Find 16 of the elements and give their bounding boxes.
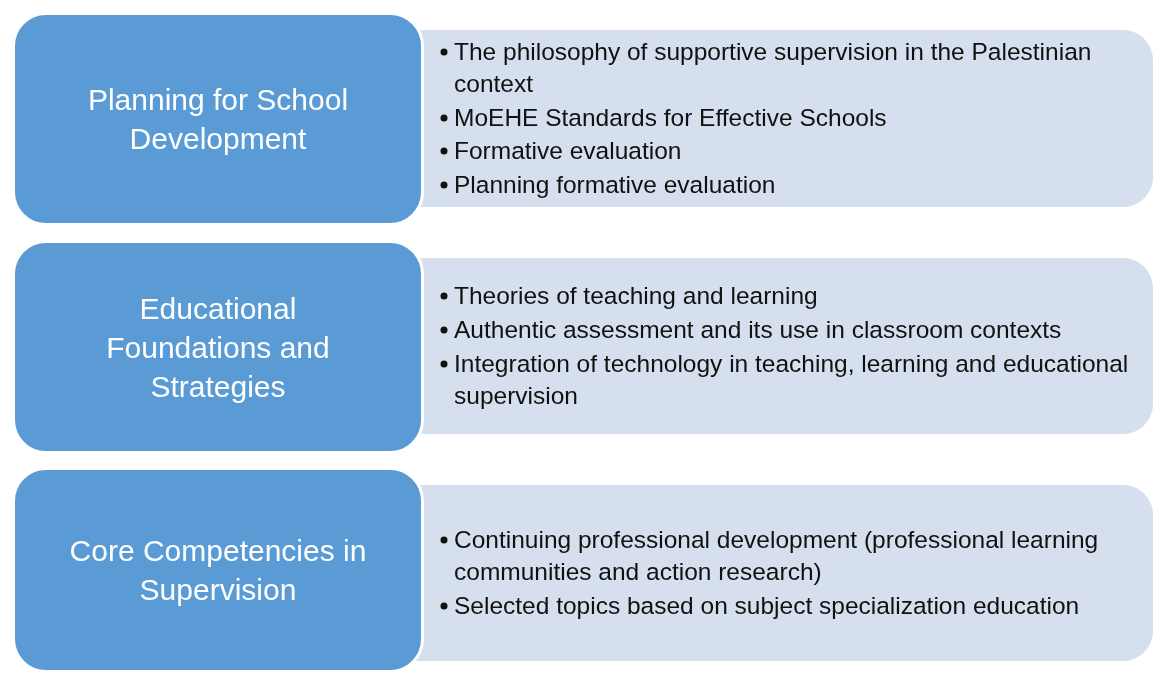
category-box bbox=[12, 12, 424, 226]
topic-text: The philosophy of supportive supervision in the Palestinian context bbox=[454, 36, 1093, 99]
topic-text: Formative evaluation bbox=[454, 136, 682, 167]
topic-text: Selected topics based on subject specialization education bbox=[454, 590, 1080, 621]
topic-panel bbox=[416, 485, 1153, 661]
topic-text: Theories of teaching and learning bbox=[454, 281, 818, 312]
category-title: Planning for School Development bbox=[86, 82, 350, 157]
category-title: Core Competencies in Supervision bbox=[68, 533, 368, 608]
topic-text: Continuing professional development (professional learning communities and action research) bbox=[454, 525, 1100, 588]
topic-text: Planning formative evaluation bbox=[454, 170, 776, 201]
topic-text: MoEHE Standards for Effective Schools bbox=[454, 102, 887, 133]
category-box bbox=[12, 467, 424, 673]
topic-text: Integration of technology in teaching, learning and educational supervision bbox=[454, 349, 1130, 411]
category-title: Educational Foundations and Strategies bbox=[105, 290, 331, 405]
topic-text: Authentic assessment and its use in classroom contexts bbox=[454, 315, 1062, 346]
category-box bbox=[12, 240, 424, 454]
